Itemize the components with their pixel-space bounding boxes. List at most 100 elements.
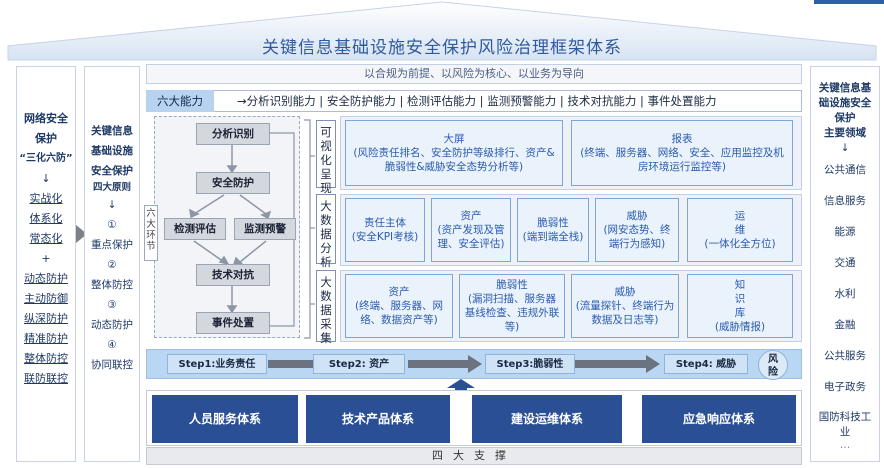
cell-operations: 运维 (一体化全方位) bbox=[687, 198, 793, 262]
stage-protection: 安全防护 bbox=[196, 172, 270, 194]
down-arrow-icon: ↓ bbox=[107, 199, 117, 211]
risk-label: 风险 bbox=[768, 354, 778, 378]
roof-shape bbox=[7, 1, 877, 61]
cell-body: (安全KPI考核) bbox=[351, 231, 419, 243]
principle-item: 整体防控 bbox=[91, 279, 133, 291]
cell-body: (一体化全方位) bbox=[704, 238, 776, 250]
left-item: 联防联控 bbox=[24, 372, 68, 385]
cell-asset-analysis: 资产 (资产发现及管理、安全评估) bbox=[431, 198, 511, 262]
domain-item: 水利 bbox=[834, 288, 856, 300]
cell-vulnerability-analysis: 脆弱性 (端到端全栈) bbox=[517, 198, 589, 262]
bracket bbox=[304, 119, 315, 339]
cell-body: (网安态势、终端行为感知) bbox=[603, 224, 671, 250]
domain-item: 交通 bbox=[834, 257, 856, 269]
cell-asset-collection: 资产 (终端、服务器、网络、数据资产等) bbox=[345, 274, 453, 338]
cell-vulnerability-collection: 脆弱性 (漏洞扫描、服务器基线检查、违规外联等) bbox=[459, 274, 565, 338]
left-heading-1: 网络安全 bbox=[24, 112, 68, 125]
principle-item: 动态防护 bbox=[91, 319, 133, 331]
domain-heading-1: 关键信息基 bbox=[818, 82, 872, 94]
cell-title: 脆弱性 bbox=[537, 217, 569, 229]
domain-item: 公共通信 bbox=[824, 164, 866, 176]
principle-heading-1: 关键信息 bbox=[91, 125, 133, 137]
domain-item: 金融 bbox=[834, 319, 856, 331]
cell-knowledge-base: 知识库 (威胁情报) bbox=[687, 274, 793, 338]
cell-threat-analysis: 威胁 (网安态势、终端行为感知) bbox=[595, 198, 679, 262]
principle-item: 协同联控 bbox=[91, 359, 133, 371]
cell-title: 脆弱性 bbox=[496, 279, 528, 291]
left-item: 主动防御 bbox=[24, 292, 68, 305]
label-analysis: 大数据分析 bbox=[316, 194, 336, 269]
domain-heading-2: 础设施安全 bbox=[818, 97, 872, 109]
right-panel-domains: 关键信息基 础设施安全 保护 主要领域 ↓ 公共通信 信息服务 能源 交通 水利… bbox=[810, 66, 880, 462]
cell-title: 大屏 bbox=[443, 133, 465, 145]
cell-body: (流量探针、终端行为数据及日志等) bbox=[575, 300, 675, 326]
label-collection: 大数据采集 bbox=[316, 270, 336, 345]
step-3: Step3:脆弱性 bbox=[485, 354, 575, 374]
principle-heading-2: 基础设施 bbox=[91, 145, 133, 157]
principle-item: ④ bbox=[107, 339, 117, 351]
cell-body: (风险责任排名、安全防护等级排行、资产&脆弱性&威胁安全态势分析等) bbox=[353, 147, 555, 173]
domain-item: 公共服务 bbox=[824, 350, 866, 362]
six-stage-side-label: 六大环节 bbox=[144, 205, 158, 261]
cell-body: (漏洞扫描、服务器基线检查、违规外联等) bbox=[464, 293, 560, 333]
page-title: 关键信息基础设施安全保护风险治理框架体系 bbox=[262, 38, 622, 58]
left-heading-3: “三化六防” bbox=[19, 153, 73, 164]
risk-circle: 风险 bbox=[758, 350, 788, 380]
domain-item: 国防科技工 bbox=[818, 411, 872, 423]
principle-item: ① bbox=[107, 219, 117, 231]
right-arrow-icon bbox=[76, 225, 87, 243]
left-panel-principles: 关键信息 基础设施 安全保护 四大原则 ↓ ① 重点保护 ② 整体防控 ③ 动态… bbox=[84, 66, 140, 462]
principle-heading-4: 四大原则 bbox=[92, 182, 131, 193]
left-panel-three-six: 网络安全 保护 “三化六防” ↓ 实战化 体系化 常态化 + 动态防护 主动防御… bbox=[16, 66, 76, 462]
pillar-emergency: 应急响应体系 bbox=[642, 395, 796, 443]
pillar-personnel: 人员服务体系 bbox=[152, 395, 298, 443]
stage-monitoring: 监测预警 bbox=[234, 218, 296, 240]
cell-title: 威胁 bbox=[626, 210, 648, 222]
cell-reports: 报表 (终端、服务器、网络、安全、应用监控及机房环境运行监控等) bbox=[571, 120, 793, 186]
cell-title: 运维 bbox=[734, 210, 746, 236]
down-arrow-icon: ↓ bbox=[840, 142, 850, 154]
domain-item: 能源 bbox=[834, 226, 856, 238]
four-supports-label: 四大支撑 bbox=[146, 447, 802, 465]
left-item: 精准防护 bbox=[24, 332, 68, 345]
step-arrows bbox=[268, 355, 660, 373]
stage-countermeasure: 技术对抗 bbox=[196, 264, 270, 286]
domain-item: 信息服务 bbox=[824, 195, 866, 207]
stage-analysis: 分析识别 bbox=[196, 123, 270, 145]
principle-item: ③ bbox=[107, 299, 117, 311]
left-item: 纵深防护 bbox=[24, 312, 68, 325]
step-4: Step4: 威胁 bbox=[664, 354, 748, 374]
plus-sign: + bbox=[41, 252, 51, 265]
cell-title: 资产 bbox=[388, 286, 410, 298]
cell-responsible: 责任主体 (安全KPI考核) bbox=[345, 198, 425, 262]
principle-heading-3: 安全保护 bbox=[91, 165, 133, 177]
cell-body: (威胁情报) bbox=[714, 321, 766, 333]
abilities-bar: →分析识别能力 | 安全防护能力 | 检测评估能力 | 监测预警能力 | 技术对… bbox=[146, 90, 802, 112]
up-arrow-icon bbox=[447, 379, 475, 395]
left-item: 常态化 bbox=[29, 232, 63, 245]
cell-title: 知识库 bbox=[734, 279, 746, 319]
label-visualization: 可视化呈现 bbox=[316, 120, 336, 195]
left-item: 实战化 bbox=[29, 192, 63, 205]
cell-title: 威胁 bbox=[614, 286, 636, 298]
step-1: Step1:业务责任 bbox=[167, 354, 267, 374]
cell-threat-collection: 威胁 (流量探针、终端行为数据及日志等) bbox=[571, 274, 679, 338]
left-item: 整体防控 bbox=[24, 352, 68, 365]
step-2: Step2: 资产 bbox=[313, 354, 405, 374]
stage-assessment: 检测评估 bbox=[164, 218, 226, 240]
domain-item: 电子政务 bbox=[824, 381, 866, 393]
cell-body: (终端、服务器、网络、安全、应用监控及机房环境运行监控等) bbox=[580, 147, 784, 173]
pillar-operations: 建设运维体系 bbox=[472, 395, 622, 443]
corner-bar bbox=[814, 0, 884, 4]
left-item: 体系化 bbox=[29, 212, 63, 225]
left-item: 动态防护 bbox=[24, 272, 68, 285]
abilities-tag: 六大能力 bbox=[146, 90, 214, 112]
cell-title: 报表 bbox=[671, 133, 693, 145]
domain-item: 业 bbox=[839, 426, 851, 438]
domain-heading-4: 主要领域 bbox=[824, 127, 866, 139]
cell-big-screen: 大屏 (风险责任排名、安全防护等级排行、资产&脆弱性&威胁安全态势分析等) bbox=[345, 120, 563, 186]
domain-heading-3: 保护 bbox=[834, 112, 856, 124]
down-arrow-icon: ↓ bbox=[41, 172, 51, 185]
principle-item: 重点保护 bbox=[91, 239, 133, 251]
pillar-technology: 技术产品体系 bbox=[306, 395, 450, 443]
